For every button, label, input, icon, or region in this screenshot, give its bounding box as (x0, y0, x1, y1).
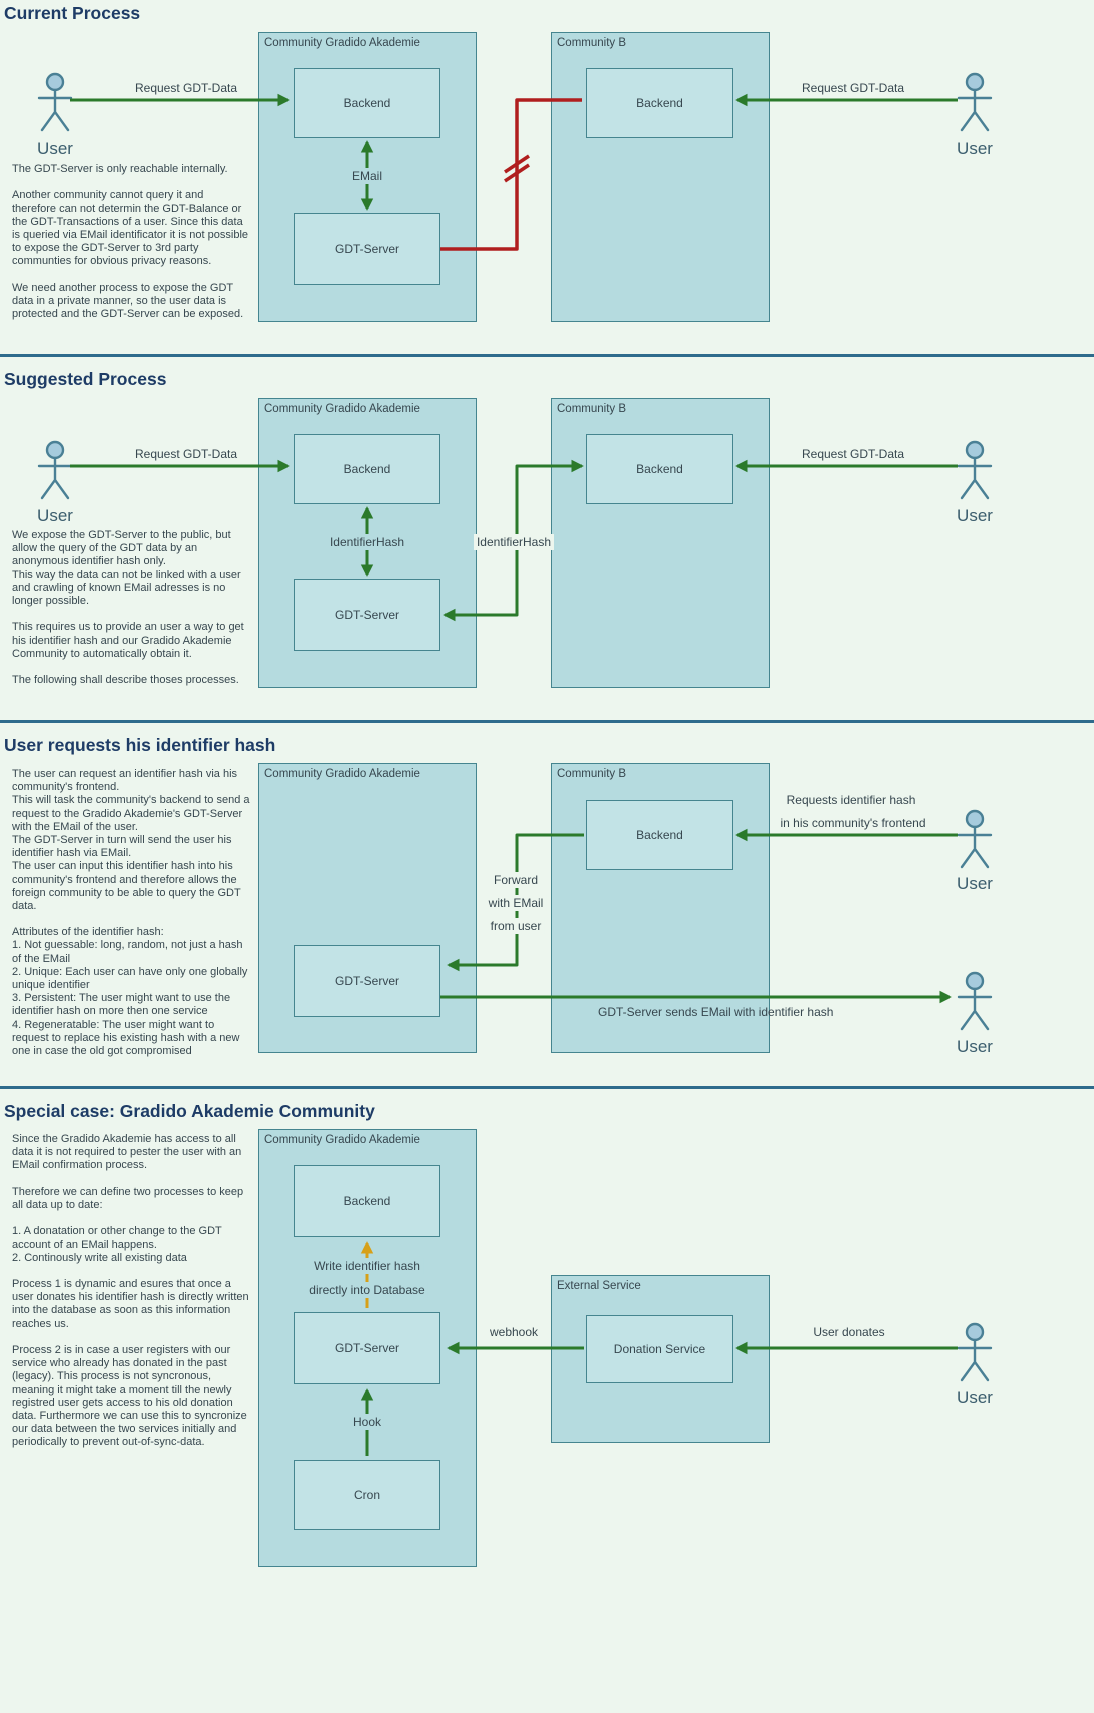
community-gradido-akademie-label: Community Gradido Akademie (264, 37, 420, 49)
gdt-server-box: GDT-Server (294, 579, 440, 651)
backend-label: Backend (343, 1194, 391, 1208)
backend-box: Backend (294, 1165, 440, 1237)
backend-label: Backend (343, 462, 391, 476)
backend-box: Backend (586, 434, 733, 504)
user-actor-icon (37, 440, 73, 500)
arrow-label-identifierhash-inner: IdentifierHash (326, 534, 408, 550)
gdt-server-label: GDT-Server (334, 242, 399, 256)
user-label: User (957, 139, 993, 158)
arrow-label-request-gdt-data-right: Request GDT-Data (801, 81, 905, 95)
user-actor-icon (957, 971, 993, 1031)
arrow-label-requests-hash-line2: in his community's frontend (780, 816, 926, 830)
section-divider (0, 720, 1094, 723)
section-title-user-requests-hash: User requests his identifier hash (4, 735, 276, 755)
user-actor-icon (957, 440, 993, 500)
gdt-server-label: GDT-Server (334, 974, 399, 988)
gdt-server-box: GDT-Server (294, 945, 440, 1017)
cron-box: Cron (294, 1460, 440, 1530)
user-actor-icon (957, 809, 993, 869)
backend-label: Backend (636, 462, 683, 476)
backend-label: Backend (636, 96, 683, 110)
community-b-label: Community B (557, 768, 627, 780)
section-description: The user can request an identifier hash … (12, 768, 250, 1057)
gdt-server-box: GDT-Server (294, 1312, 440, 1384)
section-divider (0, 354, 1094, 357)
community-b-label: Community B (557, 37, 627, 49)
arrow-label-request-gdt-data-left: Request GDT-Data (134, 447, 238, 461)
user-label: User (37, 506, 73, 525)
external-service-label: External Service (557, 1280, 641, 1292)
arrow-label-forward: Forward (490, 872, 542, 888)
arrow-label-with-email: with EMail (485, 895, 547, 911)
section-divider (0, 1086, 1094, 1089)
backend-box: Backend (586, 800, 733, 870)
user-actor-icon (37, 72, 73, 132)
section-title-current-process: Current Process (4, 3, 141, 23)
backend-label: Backend (343, 96, 391, 110)
gdt-server-box: GDT-Server (294, 213, 440, 285)
arrow-label-request-gdt-data-left: Request GDT-Data (134, 81, 238, 95)
user-label: User (957, 1388, 993, 1407)
community-gradido-akademie-label: Community Gradido Akademie (264, 403, 420, 415)
arrow-label-request-gdt-data-right: Request GDT-Data (801, 447, 905, 461)
arrow-label-webhook: webhook (489, 1325, 539, 1339)
community-gradido-akademie-label: Community Gradido Akademie (264, 1134, 420, 1146)
donation-service-label: Donation Service (613, 1342, 706, 1356)
user-label: User (37, 139, 73, 158)
user-label: User (957, 1037, 993, 1056)
cron-label: Cron (353, 1488, 380, 1502)
arrow-label-email: EMail (348, 168, 386, 184)
section-description: We expose the GDT-Server to the public, … (12, 529, 244, 687)
arrow-label-hook: Hook (349, 1414, 385, 1430)
user-label: User (957, 506, 993, 525)
backend-box: Backend (294, 434, 440, 504)
gdt-server-label: GDT-Server (334, 1341, 399, 1355)
user-actor-icon (957, 1322, 993, 1382)
backend-box: Backend (294, 68, 440, 138)
arrow-label-user-donates: User donates (813, 1325, 885, 1339)
user-label: User (957, 874, 993, 893)
arrow-label-requests-hash-line1: Requests identifier hash (786, 793, 916, 807)
backend-box: Backend (586, 68, 733, 138)
backend-label: Backend (636, 828, 683, 842)
section-description: Since the Gradido Akademie has access to… (12, 1133, 249, 1449)
arrow-label-from-user: from user (487, 918, 545, 934)
user-actor-icon (957, 72, 993, 132)
arrow-label-identifierhash-outer: IdentifierHash (473, 534, 555, 550)
section-description: The GDT-Server is only reachable interna… (12, 163, 249, 321)
break-slash-icon (504, 163, 530, 183)
community-gradido-akademie-label: Community Gradido Akademie (264, 768, 420, 780)
arrow-label-sends-email: GDT-Server sends EMail with identifier h… (598, 1005, 834, 1019)
gdt-server-label: GDT-Server (334, 608, 399, 622)
section-title-suggested-process: Suggested Process (4, 369, 167, 389)
community-b-label: Community B (557, 403, 627, 415)
section-title-special-case: Special case: Gradido Akademie Community (4, 1101, 375, 1121)
break-slash-icon (504, 154, 530, 174)
donation-service-box: Donation Service (586, 1315, 733, 1383)
arrow-label-write-hash-line1: Write identifier hash (311, 1258, 423, 1274)
arrow-label-write-hash-line2: directly into Database (306, 1282, 428, 1298)
